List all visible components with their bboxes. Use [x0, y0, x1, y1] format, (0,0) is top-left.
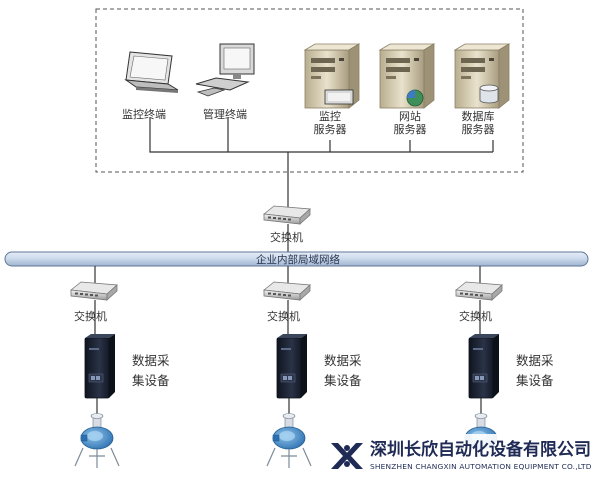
branch-2: 交换机 数据采 集设备: [263, 281, 362, 469]
manage-terminal-label: 管理终端: [203, 107, 247, 121]
branch-2-device-label-2: 集设备: [324, 373, 362, 388]
lan-label: 企业内部局域网络: [256, 253, 340, 266]
changxin-logo-icon: [331, 443, 363, 469]
branch-2-switch-icon: [263, 281, 311, 301]
branch-3: 交换机 数据采 集设备: [455, 281, 554, 469]
branch-3-device-label-1: 数据采: [516, 353, 554, 368]
branch-2-switch-label: 交换机: [267, 309, 300, 323]
laptop-icon: [124, 51, 179, 93]
branch-2-sensor-icon: [266, 412, 312, 469]
upper-bus-lines: [149, 118, 494, 212]
branch-1-sensor-icon: [74, 412, 120, 469]
branch-1-device-label-1: 数据采: [132, 353, 170, 368]
branch-3-switch-icon: [455, 281, 503, 301]
branch-uplinks: [94, 266, 481, 284]
desktop-computer-icon: [195, 43, 255, 97]
branch-1-switch-label: 交换机: [74, 309, 107, 323]
company-name-cn: 深圳长欣自动化设备有限公司: [370, 439, 591, 460]
branch-3-switch-label: 交换机: [459, 309, 492, 323]
monitor-server-label-1: 监控: [319, 109, 341, 123]
web-server-label-1: 网站: [399, 109, 421, 123]
lan-backbone-bar: [4, 251, 589, 267]
core-switch-label: 交换机: [270, 230, 303, 244]
monitor-terminal-label: 监控终端: [122, 107, 166, 121]
branch-3-device-icon: [468, 333, 500, 399]
database-server-label-2: 服务器: [462, 123, 495, 136]
database-server-label-1: 数据库: [462, 109, 495, 123]
branch-3-device-label-2: 集设备: [516, 373, 554, 388]
monitor-server-icon: [304, 43, 360, 109]
branch-2-device-icon: [276, 333, 308, 399]
branch-1-device-icon: [84, 333, 116, 399]
branch-2-device-label-1: 数据采: [324, 353, 362, 368]
monitor-server-label-2: 服务器: [314, 123, 347, 136]
server-room-boundary: [95, 8, 524, 173]
core-switch-icon: [263, 205, 311, 225]
web-server-icon: [379, 43, 435, 109]
company-name-en: SHENZHEN CHANGXIN AUTOMATION EQUIPMENT C…: [370, 462, 592, 471]
branch-1: 交换机 数据采 集设备: [70, 281, 170, 469]
company-logo: 深圳长欣自动化设备有限公司 SHENZHEN CHANGXIN AUTOMATI…: [320, 434, 600, 477]
web-server-label-2: 服务器: [394, 123, 427, 136]
branch-1-device-label-2: 集设备: [132, 373, 170, 388]
database-server-icon: [454, 43, 510, 109]
branch-1-switch-icon: [70, 281, 118, 301]
